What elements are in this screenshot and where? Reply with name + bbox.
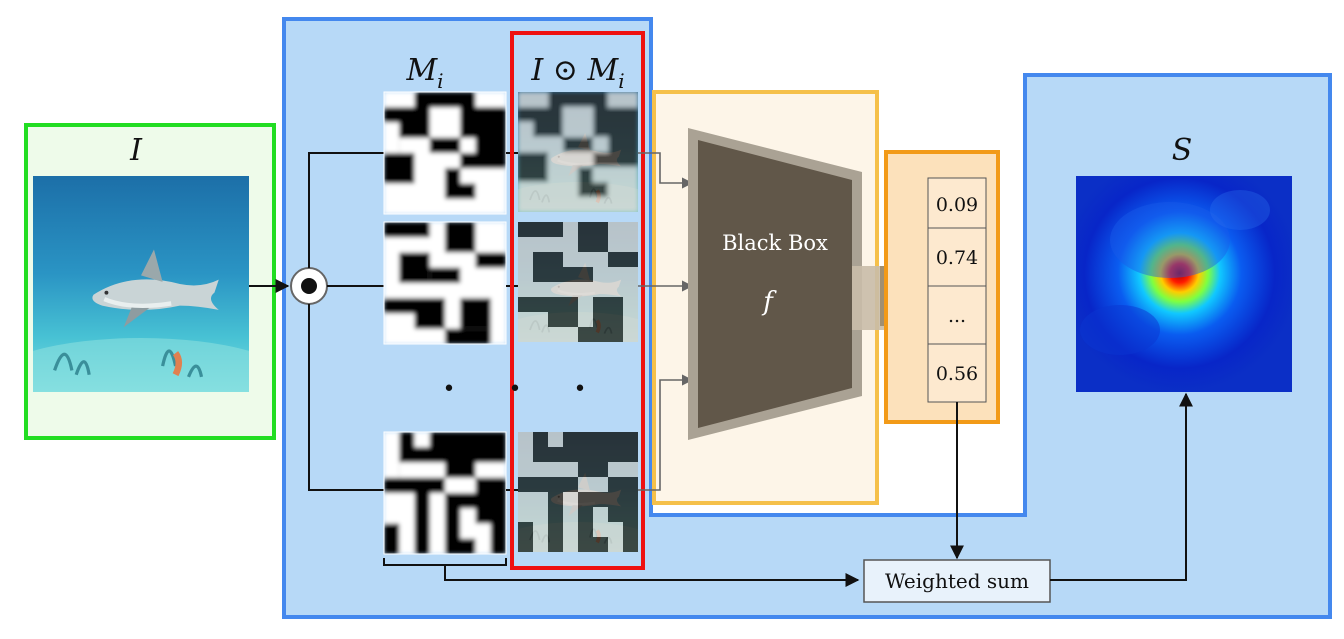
mask-column: [383, 91, 507, 555]
masked-column: [510, 31, 645, 570]
weighted-sum-label: Weighted sum: [885, 569, 1029, 593]
score-value-4: 0.56: [936, 363, 978, 385]
input-image: [0, 176, 292, 424]
ellipsis-dot-3: •: [574, 377, 587, 402]
score-cell-4: [927, 343, 987, 403]
score-value-1: 0.09: [936, 194, 978, 216]
ellipsis-dot-2: •: [509, 377, 522, 402]
mask-label: Mi: [405, 53, 443, 93]
operator-dot-icon: [301, 278, 317, 294]
masked-label: I ⊙ Mi: [530, 53, 624, 93]
mask-n: [384, 432, 506, 554]
ellipsis-dot-1: •: [443, 377, 456, 402]
black-box-title: Black Box: [722, 231, 828, 255]
score-value-2: 0.74: [936, 247, 978, 269]
score-value-3: ...: [948, 305, 966, 327]
saliency-heatmap: [1076, 176, 1292, 392]
score-cell-1: [927, 177, 987, 229]
mask-1: [384, 92, 506, 214]
score-list: 0.09 0.74 ... 0.56: [927, 177, 987, 403]
score-cell-2: [927, 227, 987, 287]
input-label: I: [129, 133, 143, 168]
mask-2: [384, 222, 506, 344]
saliency-label: S: [1172, 133, 1193, 168]
score-cell-3: [927, 285, 987, 345]
